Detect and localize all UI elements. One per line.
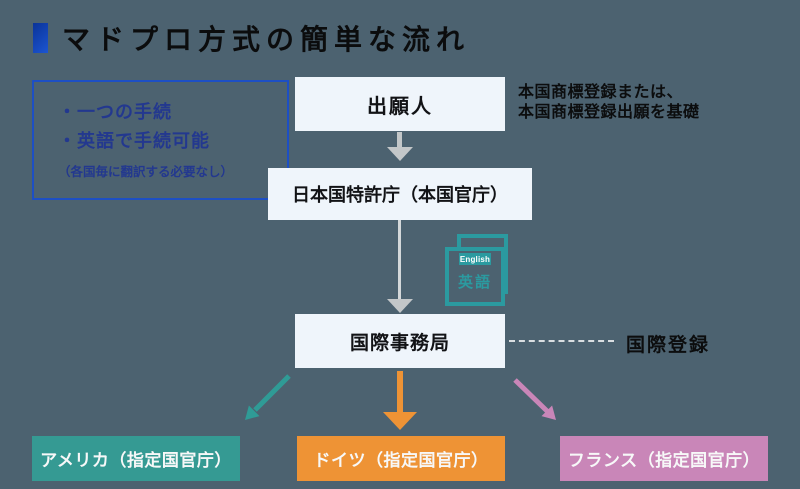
international-bureau-box: 国際事務局 [295, 314, 505, 368]
down-connector-line [398, 220, 401, 300]
document-language-tab: English [459, 253, 491, 265]
benefit-item-english-procedure: ・英語で手続可能 [58, 131, 210, 151]
basis-note: 本国商標登録または、 本国商標登録出願を基礎 [518, 83, 700, 123]
document-language-label: 英語 [457, 274, 492, 291]
international-registration-label: 国際登録 [626, 335, 711, 356]
basis-note-line2: 本国商標登録出願を基礎 [518, 104, 700, 121]
basis-note-line1: 本国商標登録または、 [518, 84, 684, 101]
benefits-note: （各国毎に翻訳する必要なし） [58, 165, 234, 179]
page-title: マドプロ方式の簡単な流れ [62, 24, 471, 55]
jpo-box: 日本国特許庁（本国官庁） [268, 168, 532, 220]
benefit-item-single-procedure: ・一つの手続 [58, 102, 172, 122]
designated-office-france-box: フランス（指定国官庁） [560, 436, 768, 481]
orange-down-arrow-icon [397, 371, 403, 414]
benefits-box: ・一つの手続 ・英語で手続可能 （各国毎に翻訳する必要なし） [32, 80, 289, 200]
document-front-sheet-icon: English 英語 [445, 247, 505, 306]
designated-office-germany-box: ドイツ（指定国官庁） [297, 436, 505, 481]
down-arrow-icon [397, 132, 402, 149]
teal-diagonal-arrow-icon [245, 374, 291, 420]
dashed-connector [509, 340, 614, 342]
applicant-box: 出願人 [295, 77, 505, 131]
down-arrow-head-icon [387, 147, 413, 161]
orange-down-arrow-head-icon [383, 412, 417, 430]
pink-diagonal-arrow-icon [513, 378, 556, 420]
title-marker [33, 23, 48, 53]
down-arrow-head-icon [387, 299, 413, 313]
designated-office-usa-box: アメリカ（指定国官庁） [32, 436, 240, 481]
english-document-icon: English 英語 [445, 234, 511, 310]
